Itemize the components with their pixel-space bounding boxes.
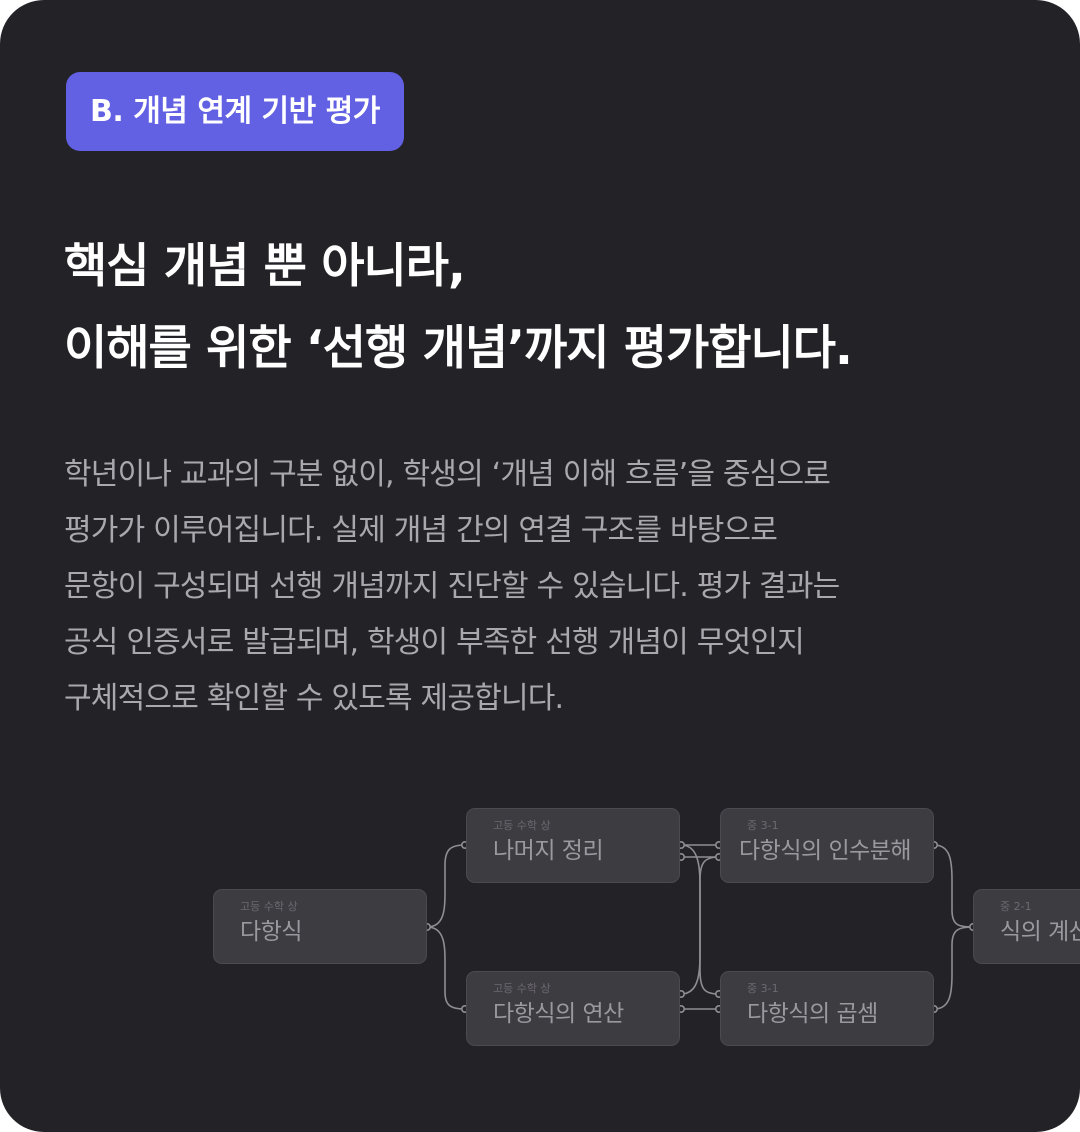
node-grade: 중 3-1 (747, 982, 779, 995)
concept-node-factorization: 중 3-1 다항식의 인수분해 (720, 808, 934, 883)
node-concept: 식의 계산 (1000, 919, 1080, 945)
description-line: 평가가 이루어집니다. 실제 개념 간의 연결 구조를 바탕으로 (64, 513, 778, 548)
node-concept: 다항식 (240, 919, 302, 945)
node-concept: 다항식의 곱셈 (747, 1001, 878, 1027)
description-line: 문항이 구성되며 선행 개념까지 진단할 수 있습니다. 평가 결과는 (64, 569, 840, 604)
link-polynomial-remainder (426, 844, 466, 928)
description-line: 구체적으로 확인할 수 있도록 제공합니다. (64, 681, 564, 716)
description: 학년이나 교과의 구분 없이, 학생의 ‘개념 이해 흐름’을 중심으로 평가가… (64, 447, 1044, 727)
node-concept: 다항식의 연산 (493, 1001, 624, 1027)
link-operation-factorization (680, 856, 720, 995)
node-grade: 고등 수학 상 (493, 819, 551, 832)
concept-node-remainder-theorem: 고등 수학 상 나머지 정리 (466, 808, 680, 883)
node-concept: 나머지 정리 (493, 838, 604, 864)
concept-node-polynomial-operation: 고등 수학 상 다항식의 연산 (466, 971, 680, 1046)
description-line: 학년이나 교과의 구분 없이, 학생의 ‘개념 이해 흐름’을 중심으로 (64, 457, 831, 492)
concept-node-polynomial: 고등 수학 상 다항식 (213, 889, 427, 964)
description-line: 공식 인증서로 발급되며, 학생이 부족한 선행 개념이 무엇인지 (64, 625, 805, 660)
headline-line-2: 이해를 위한 ‘선행 개념’까지 평가합니다. (64, 321, 853, 376)
concept-link-diagram: 고등 수학 상 다항식 고등 수학 상 나머지 정리 고등 수학 상 다항식의 … (0, 780, 1080, 1080)
link-polynomial-operation (426, 926, 466, 1010)
node-concept: 다항식의 인수분해 (739, 838, 912, 864)
headline: 핵심 개념 뿐 아니라, 이해를 위한 ‘선행 개념’까지 평가합니다. (64, 226, 1054, 390)
concept-node-expression-calculation: 중 2-1 식의 계산 (973, 889, 1080, 964)
link-multiplication-calculation (933, 926, 974, 1010)
headline-line-1: 핵심 개념 뿐 아니라, (64, 239, 466, 294)
node-grade: 중 2-1 (1000, 900, 1032, 913)
concept-node-multiplication: 중 3-1 다항식의 곱셈 (720, 971, 934, 1046)
node-grade: 고등 수학 상 (493, 982, 551, 995)
node-grade: 중 3-1 (747, 819, 779, 832)
node-grade: 고등 수학 상 (240, 900, 298, 913)
link-factorization-calculation (933, 844, 974, 928)
section-badge: B. 개념 연계 기반 평가 (66, 72, 404, 151)
